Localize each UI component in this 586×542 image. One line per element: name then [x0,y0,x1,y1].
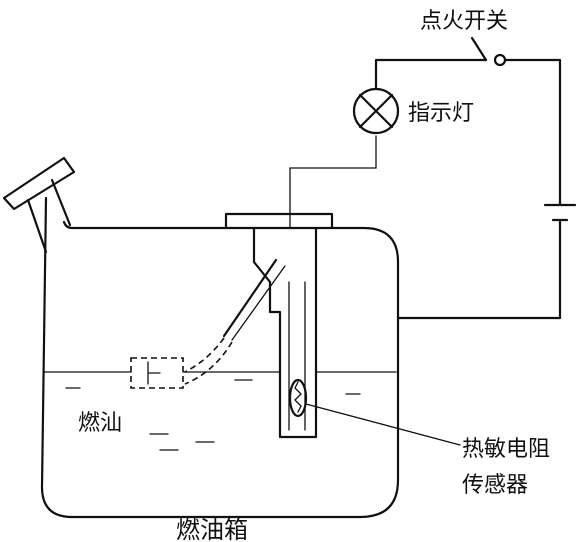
indicator-lamp-symbol [352,87,400,135]
sensor-wire [289,135,377,229]
filler-neck [2,156,76,254]
float-arm-edge [231,265,286,341]
float-arm-dashed [184,337,225,373]
ignition-switch-label: 点火开关 [420,9,508,34]
thermistor-label-line2: 传感器 [462,473,528,498]
float-arm [222,258,278,338]
battery-symbol [396,203,577,320]
float-detail [147,361,161,385]
sensor-housing [252,226,318,439]
thermistor-leader-line [305,403,461,446]
thermistor-element [288,378,308,418]
float [130,357,184,389]
sensor-mount-flange [224,212,334,230]
liquid-marks [65,379,361,451]
lamp-switch-wire [374,58,488,91]
ignition-switch-symbol [470,36,562,207]
fuel-tank-body [40,196,400,519]
indicator-lamp-label: 指示灯 [408,101,474,126]
thermistor-label-line1: 热敏电阻 [462,437,550,462]
fuel-tank-label: 燃油箱 [176,516,248,542]
fuel-label: 燃汕 [78,411,122,436]
float-arm-dashed-lower [184,341,233,385]
